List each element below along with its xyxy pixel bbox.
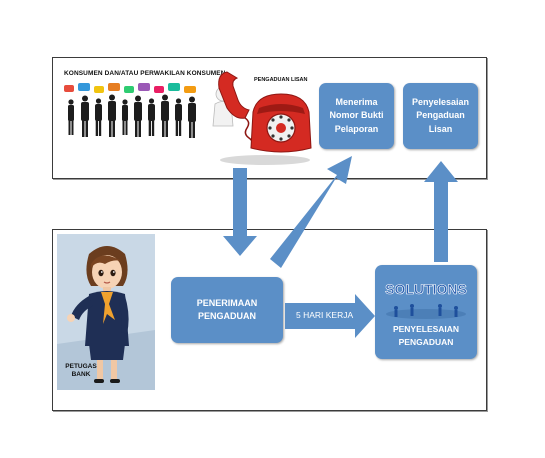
receipt-line-3: Pelaporan [334,123,379,134]
receipt-line-2: Nomor Bukti [329,110,384,121]
oral-complaint-settlement-box: Penyelesaian Pengaduan Lisan [403,83,478,149]
solutions-word: SOLUTIONS [385,281,467,297]
solve-line-2: PENGADUAN [398,336,454,347]
oral-complaint-label: PENGADUAN LISAN [254,77,308,83]
officer-label-line-2: BANK [71,371,91,379]
bank-officer-icon [57,246,155,390]
receive-report-number-box: Menerima Nomor Bukti Pelaporan [319,83,394,149]
officer-label-line-1: PETUGAS [65,363,97,370]
five-working-days-label: 5 HARI KERJA [296,310,354,320]
settle-oral-line-1: Penyelesaian [411,97,470,108]
settle-oral-line-3: Lisan [428,123,453,134]
solutions-icon: SOLUTIONS [385,281,467,319]
receive-line-2: PENGADUAN [197,311,256,321]
telephone-icon [212,71,312,165]
receipt-line-1: Menerima [335,97,378,108]
bank-officer-label: PETUGAS BANK [60,363,102,380]
receive-line-1: PENERIMAAN [196,297,258,308]
consumer-label: KONSUMEN DAN/ATAU PERWAKILAN KONSUMEN [64,70,226,77]
settle-oral-line-2: Pengaduan [416,110,465,121]
complaint-receipt-box: PENERIMAAN PENGADUAN [171,277,283,343]
solve-line-1: PENYELESAIAN [392,324,460,334]
consumer-crowd-icon [64,83,196,138]
